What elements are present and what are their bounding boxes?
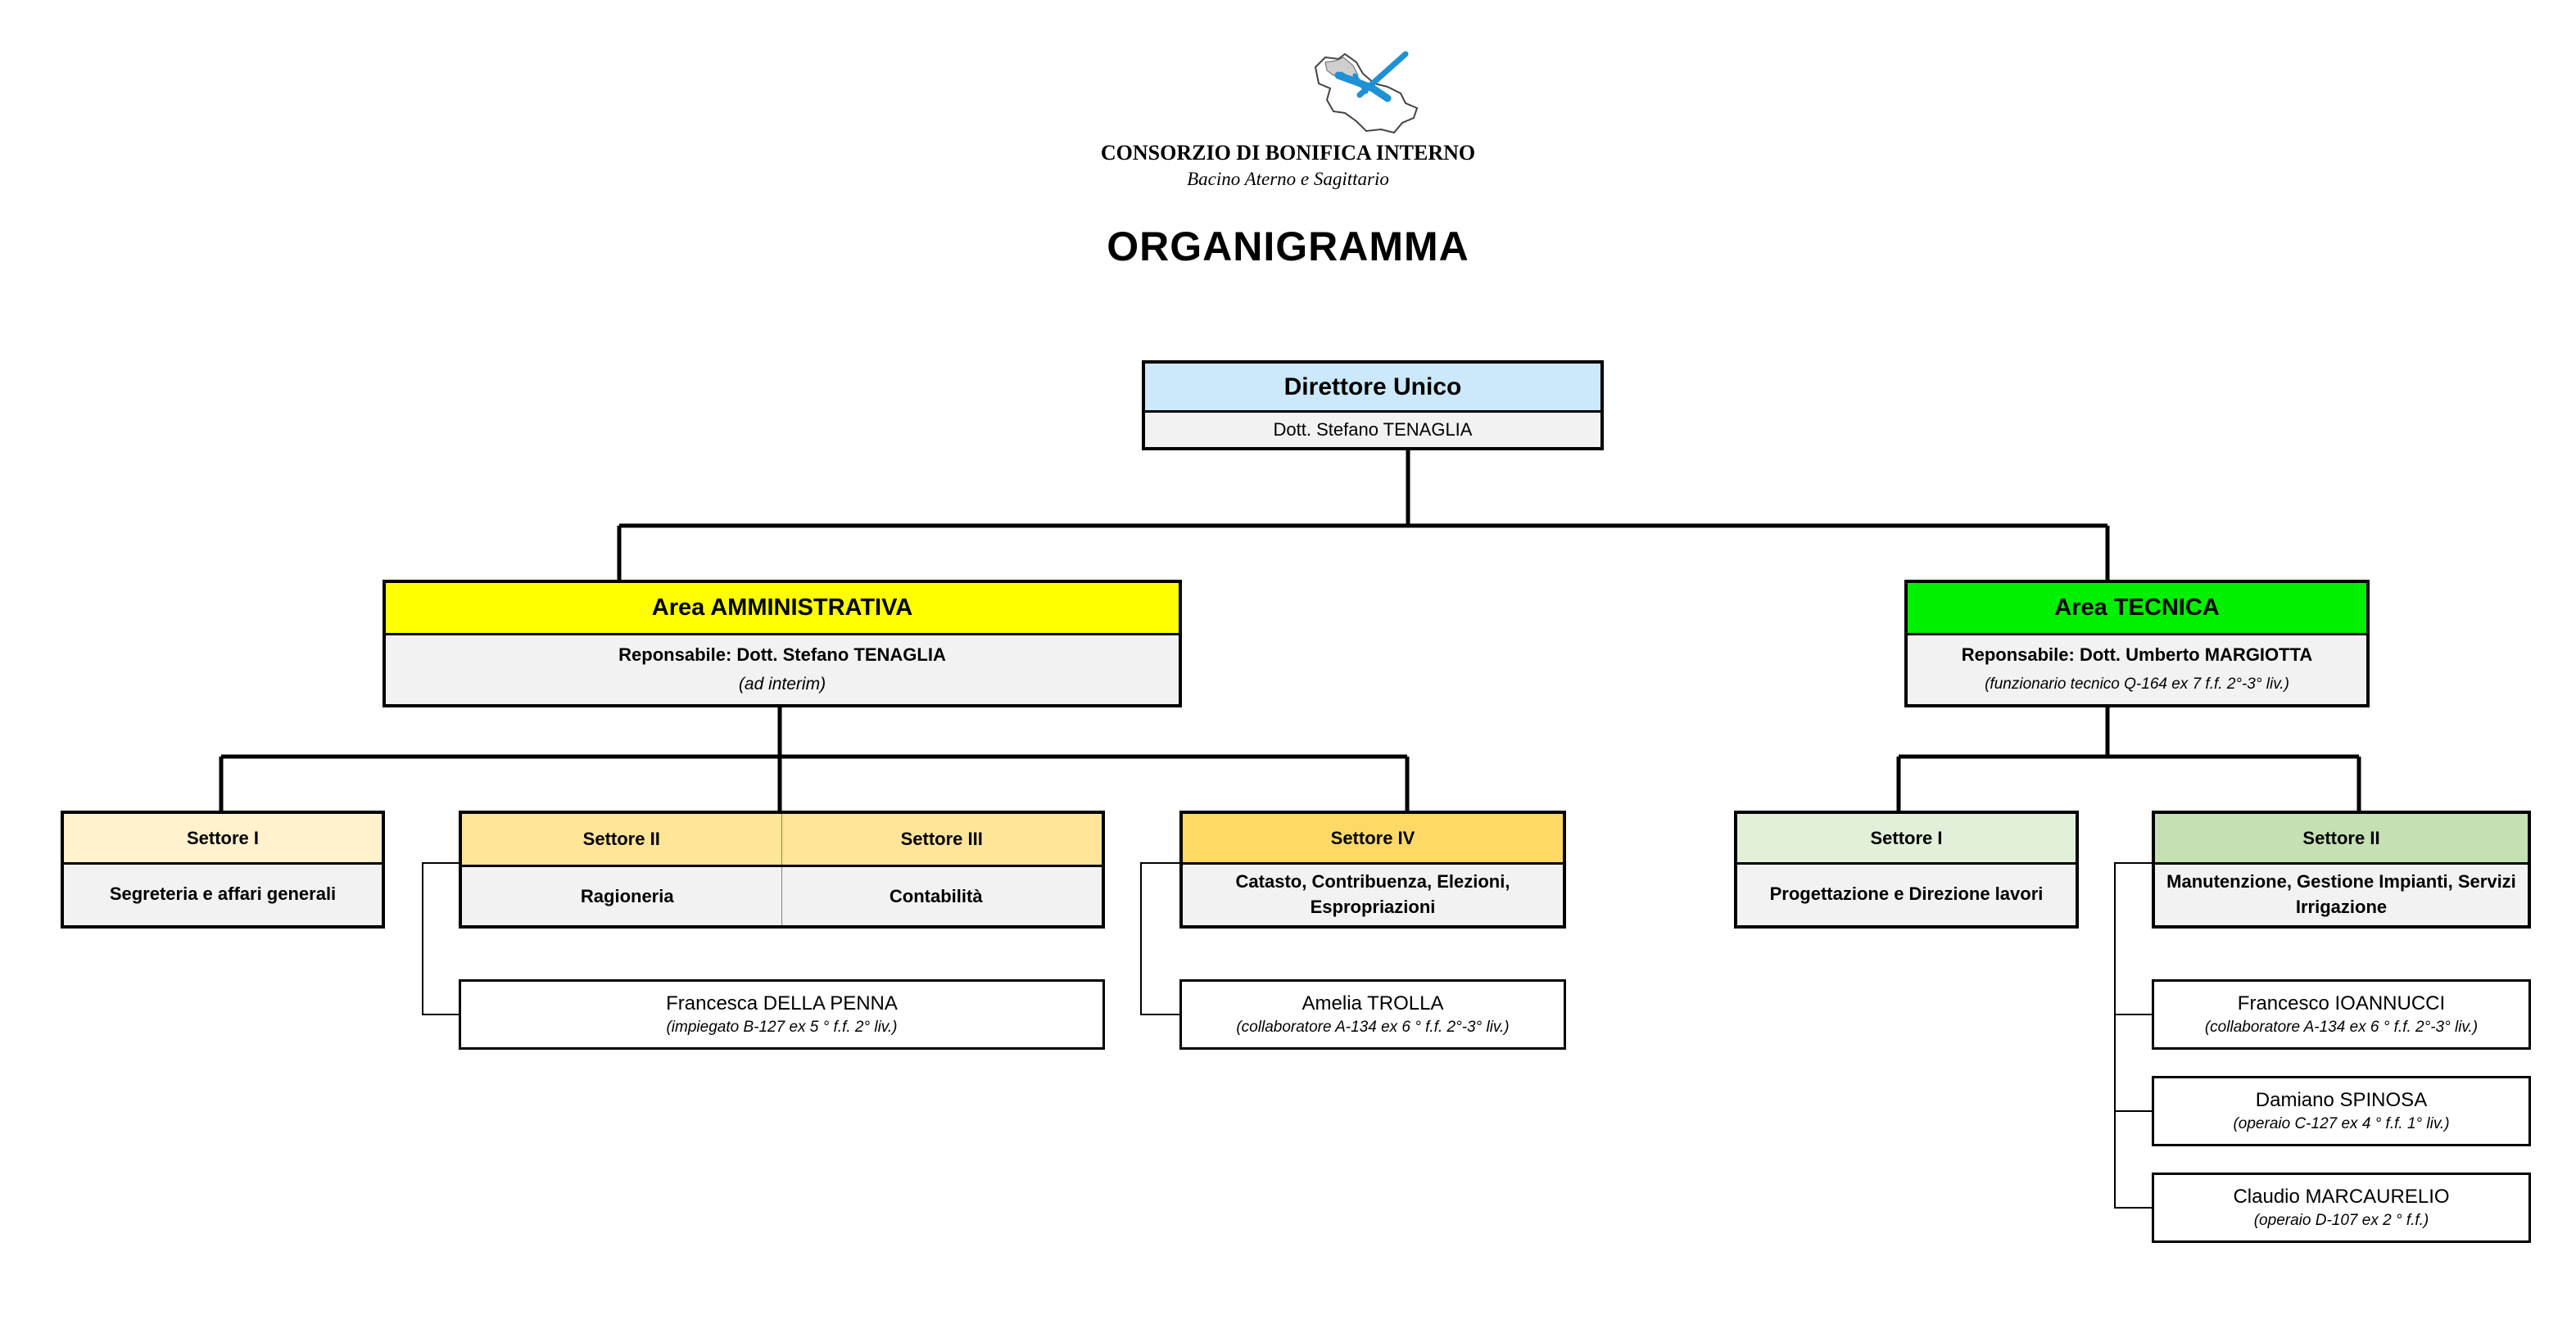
- person-name: Damiano SPINOSA: [2255, 1089, 2428, 1111]
- area-tecnica-title: Area TECNICA: [1908, 583, 2366, 635]
- area-tecnica-box: Area TECNICA Reponsabile: Dott. Umberto …: [1904, 580, 2370, 707]
- area-amministrativa-title: Area AMMINISTRATIVA: [386, 583, 1179, 635]
- person-name: Amelia TROLLA: [1302, 992, 1444, 1014]
- person-role: (collaboratore A-134 ex 6 ° f.f. 2°-3° l…: [2204, 1019, 2479, 1036]
- person-box: Damiano SPINOSA (operaio C-127 ex 4 ° f.…: [2152, 1076, 2531, 1146]
- settore-head-row: Settore II Settore III: [462, 814, 1102, 867]
- settore-body-row: Ragioneria Contabilità: [462, 867, 1102, 925]
- connector-tec-staff: [2114, 862, 2152, 1209]
- person-role: (operaio C-127 ex 4 ° f.f. 1° liv.): [2233, 1115, 2450, 1132]
- direttore-title: Direttore Unico: [1145, 364, 1600, 413]
- org-name: CONSORZIO DI BONIFICA INTERNO: [1100, 141, 1476, 165]
- settore-tec-1-box: Settore I Progettazione e Direzione lavo…: [1734, 811, 2079, 929]
- settore-head: Settore II: [2155, 814, 2528, 865]
- settore-body: Catasto, Contribuenza, Elezioni, Espropr…: [1235, 870, 1510, 917]
- connector-trolla: [1140, 862, 1179, 1015]
- area-amministrativa-box: Area AMMINISTRATIVA Reponsabile: Dott. S…: [383, 580, 1182, 707]
- area-amministrativa-note: (ad interim): [738, 675, 826, 694]
- consorzio-logo: [1314, 51, 1419, 134]
- settore-amm-4-box: Settore IV Catasto, Contribuenza, Elezio…: [1179, 811, 1566, 929]
- settore-body: Contabilità: [889, 886, 983, 906]
- settore-tec-2-box: Settore II Manutenzione, Gestione Impian…: [2152, 811, 2531, 929]
- person-name: Francesca DELLA PENNA: [666, 992, 898, 1014]
- direttore-name: Dott. Stefano TENAGLIA: [1273, 419, 1473, 440]
- page-title: ORGANIGRAMMA: [1107, 224, 1469, 269]
- settore-amm-2-3-box: Settore II Settore III Ragioneria Contab…: [459, 811, 1105, 929]
- person-name: Claudio MARCAURELIO: [2233, 1186, 2450, 1208]
- settore-body: Progettazione e Direzione lavori: [1769, 883, 2044, 904]
- settore-head: Settore IV: [1183, 814, 1563, 865]
- settore-amm-1-box: Settore I Segreteria e affari generali: [61, 811, 385, 929]
- area-tecnica-note: (funzionario tecnico Q-164 ex 7 f.f. 2°-…: [1985, 676, 2289, 693]
- area-amministrativa-responsabile: Reponsabile: Dott. Stefano TENAGLIA: [618, 644, 946, 665]
- settore-head: Settore I: [64, 814, 382, 865]
- person-box: Francesco IOANNUCCI (collaboratore A-134…: [2152, 979, 2531, 1050]
- connector-della-penna: [422, 862, 459, 1015]
- settore-body: Manutenzione, Gestione Impianti, Servizi…: [2166, 870, 2516, 917]
- person-box: Francesca DELLA PENNA (impiegato B-127 e…: [459, 979, 1105, 1050]
- settore-head: Settore II: [462, 814, 782, 865]
- org-subtitle: Bacino Aterno e Sagittario: [1187, 169, 1389, 189]
- person-role: (operaio D-107 ex 2 ° f.f.): [2253, 1212, 2429, 1229]
- settore-head: Settore III: [900, 829, 983, 849]
- person-box: Amelia TROLLA (collaboratore A-134 ex 6 …: [1179, 979, 1566, 1050]
- person-role: (collaboratore A-134 ex 6 ° f.f. 2°-3° l…: [1236, 1019, 1510, 1036]
- person-name: Francesco IOANNUCCI: [2237, 992, 2446, 1014]
- person-box: Claudio MARCAURELIO (operaio D-107 ex 2 …: [2152, 1173, 2531, 1243]
- area-tecnica-responsabile: Reponsabile: Dott. Umberto MARGIOTTA: [1961, 644, 2313, 665]
- settore-body: Ragioneria: [473, 867, 782, 925]
- settore-body: Segreteria e affari generali: [109, 883, 337, 904]
- settore-head: Settore I: [1737, 814, 2076, 865]
- direttore-box: Direttore Unico Dott. Stefano TENAGLIA: [1142, 360, 1604, 450]
- person-role: (impiegato B-127 ex 5 ° f.f. 2° liv.): [666, 1019, 898, 1036]
